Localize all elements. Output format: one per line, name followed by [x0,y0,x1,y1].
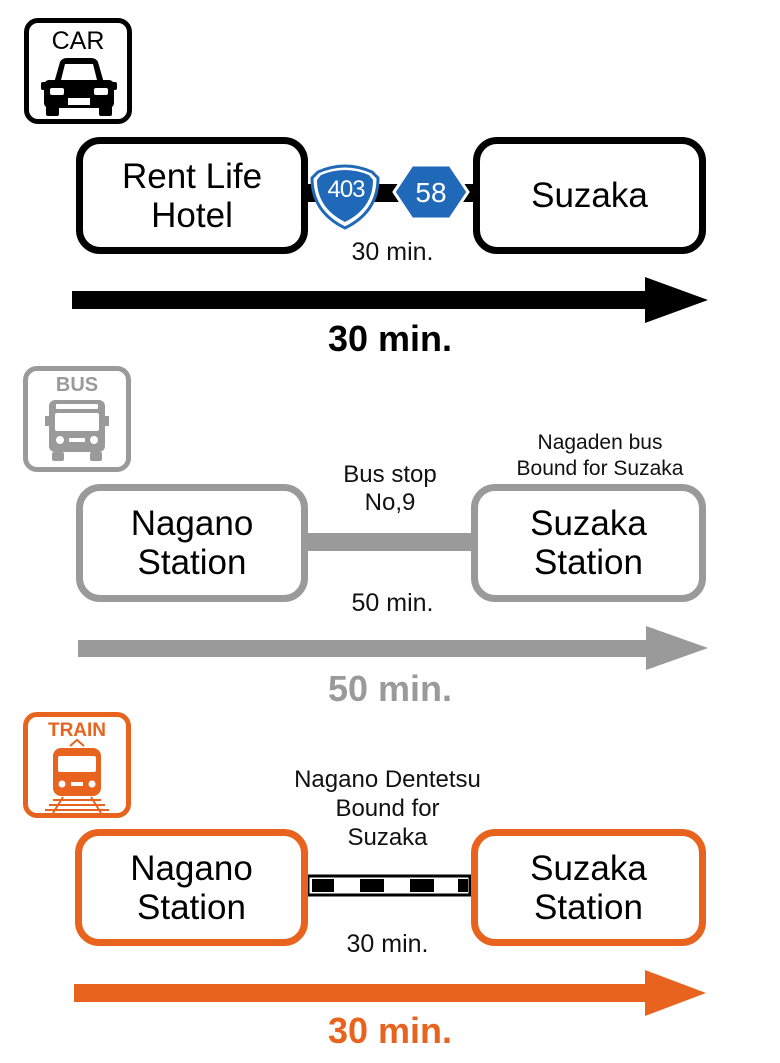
car-connector [72,163,708,323]
car-from-box: Rent Life Hotel [76,137,308,254]
train-to-box: Suzaka Station [471,829,706,946]
car-badge: CAR [24,18,132,124]
train-segment-time: 30 min. [346,930,429,958]
car-icon [41,58,117,116]
bus-segment-time: 50 min. [351,589,434,617]
train-badge-label: TRAIN [47,720,107,741]
route-58-shield-icon [392,163,470,221]
train-total-time: 30 min. [327,1010,453,1051]
railway-track [306,874,472,897]
bus-connector [78,533,708,670]
bus-from-box: Nagano Station [76,484,308,602]
car-badge-label: CAR [51,27,105,55]
train-arrow [74,970,706,1016]
train-badge: TRAIN [23,712,131,818]
bus-badge: BUS [23,366,131,472]
car-segment-time: 30 min. [351,238,434,266]
train-from-box: Nagano Station [75,829,308,946]
car-to-box: Suzaka [473,137,706,254]
bus-line-label: Nagaden bus Bound for Suzaka [516,431,684,480]
train-icon [45,738,109,814]
route-403-label: 403 [327,176,365,203]
bus-to-box: Suzaka Station [471,484,706,602]
car-total-time: 30 min. [327,318,453,359]
route-58-label: 58 [415,177,447,208]
bus-badge-label: BUS [55,374,99,396]
car-arrow [72,277,708,323]
route-403-shield-icon [310,164,380,230]
bus-icon [45,400,109,461]
bus-stop-label: Bus stop No,9 [343,461,437,516]
bus-total-time: 50 min. [327,668,453,709]
train-line-label: Nagano Dentetsu Bound for Suzaka [294,766,481,851]
bus-arrow [78,626,708,670]
